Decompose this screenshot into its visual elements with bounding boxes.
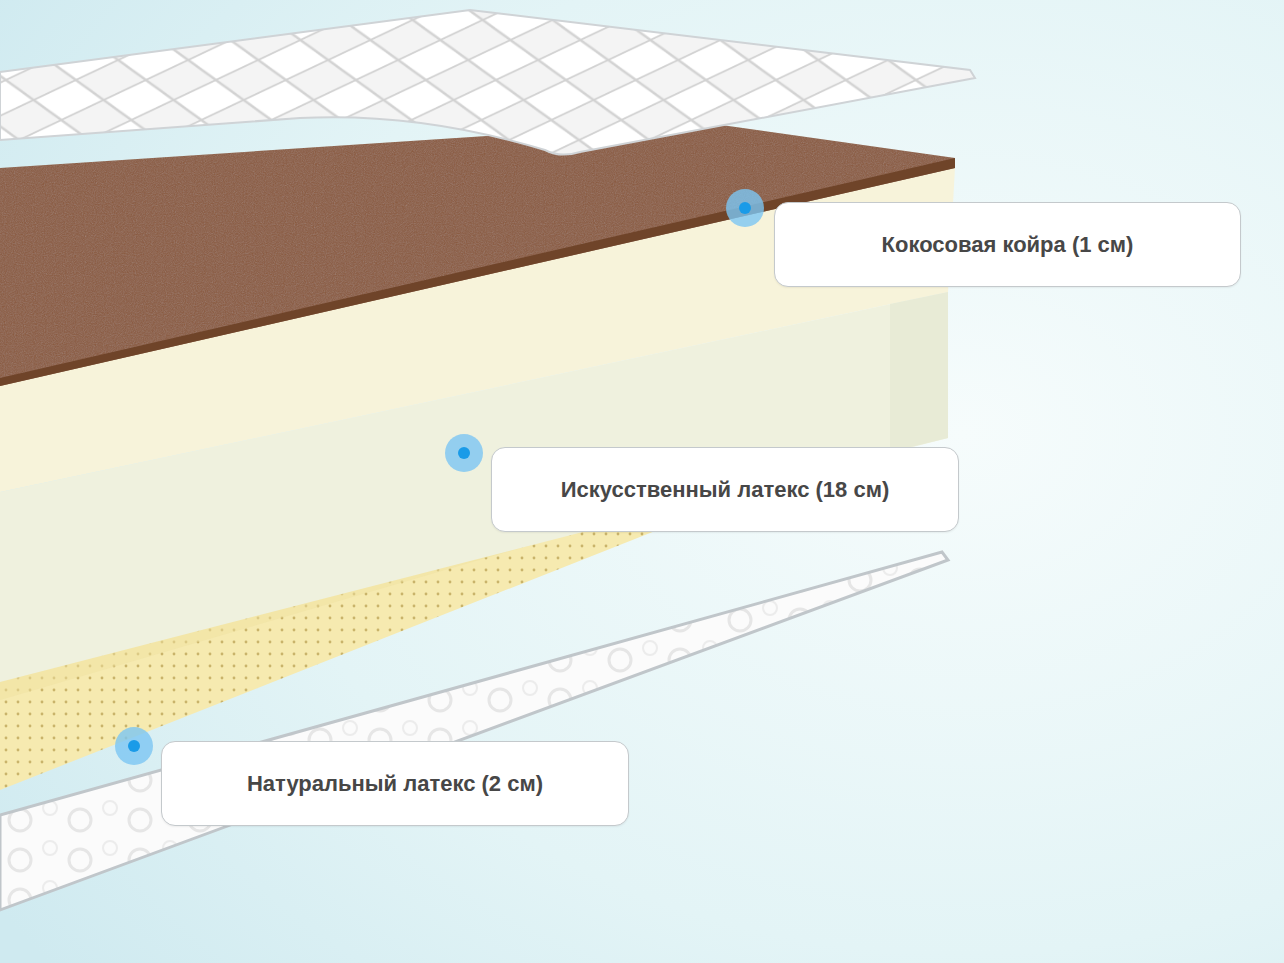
callout-label: Искусственный латекс (18 см)	[561, 477, 890, 503]
callout-dot	[458, 447, 470, 459]
callout-dot	[445, 434, 483, 472]
callout-box: Кокосовая койра (1 см)	[774, 202, 1241, 287]
callout-box: Натуральный латекс (2 см)	[161, 741, 629, 826]
callout-box: Искусственный латекс (18 см)	[491, 447, 959, 532]
callout-dot	[128, 740, 140, 752]
callout-label: Натуральный латекс (2 см)	[247, 771, 543, 797]
foam-side-shade	[890, 292, 948, 452]
callout-dot	[726, 189, 764, 227]
callout-dot	[115, 727, 153, 765]
callout-label: Кокосовая койра (1 см)	[882, 232, 1134, 258]
callout-dot	[739, 202, 751, 214]
top-quilted-cover	[0, 10, 975, 155]
